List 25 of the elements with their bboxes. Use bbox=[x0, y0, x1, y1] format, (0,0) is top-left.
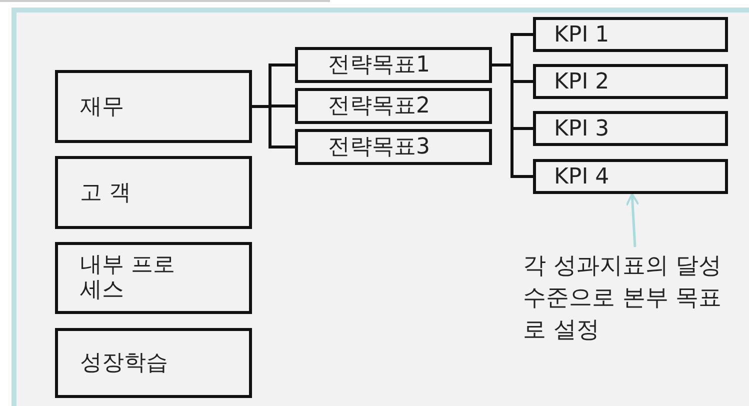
box-label: 성장학습 bbox=[80, 350, 168, 376]
category-box bbox=[55, 242, 252, 314]
box-label: 전략목표1 bbox=[328, 52, 430, 78]
box-label: 전략목표2 bbox=[328, 93, 430, 119]
category-box bbox=[55, 70, 252, 143]
category-box bbox=[295, 88, 492, 124]
category-box bbox=[295, 47, 492, 83]
box-label: KPI 1 bbox=[554, 22, 610, 48]
category-box bbox=[533, 64, 728, 99]
leader-arrow bbox=[626, 193, 640, 248]
box-label: 고 객 bbox=[80, 180, 131, 206]
box-label: 재무 bbox=[80, 94, 124, 120]
category-box bbox=[533, 111, 728, 146]
box-label: KPI 3 bbox=[554, 116, 610, 142]
box-label: KPI 4 bbox=[554, 164, 610, 190]
category-box bbox=[295, 129, 492, 165]
box-label: KPI 2 bbox=[554, 68, 610, 94]
category-box bbox=[533, 17, 728, 52]
note-text: 각 성과지표의 달성 수준으로 본부 목표로 설정 bbox=[523, 252, 723, 346]
category-box bbox=[55, 156, 252, 229]
box-label: 내부 프로세스 bbox=[80, 252, 176, 304]
category-box bbox=[533, 159, 728, 194]
connector-line bbox=[252, 105, 295, 148]
box-label: 전략목표3 bbox=[328, 134, 430, 160]
category-box bbox=[55, 328, 252, 398]
